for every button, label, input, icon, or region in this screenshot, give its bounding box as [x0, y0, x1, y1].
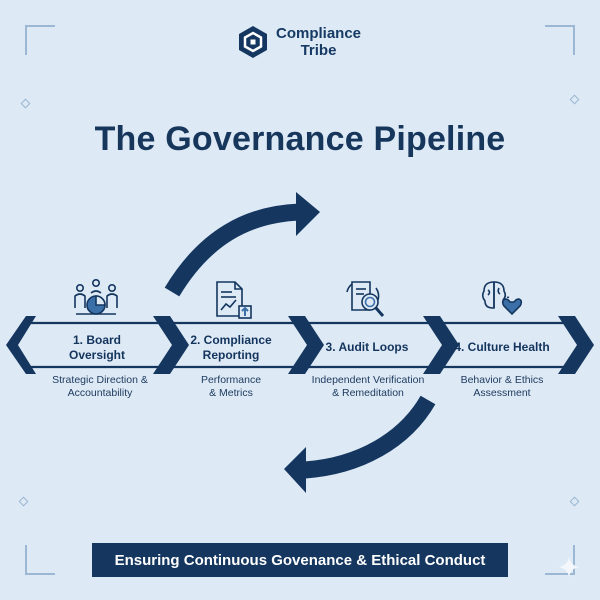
stage-2-description: Performance & Metrics	[170, 374, 292, 400]
stage-1-description: Strategic Direction & Accountability	[30, 374, 170, 400]
stage-4-desc-line1: Behavior & Ethics	[460, 374, 544, 386]
stage-1-label: 1. Board Oversight	[42, 333, 152, 363]
corner-bracket-bottom-right	[545, 545, 575, 575]
stage-2-label-line2: Reporting	[202, 348, 260, 362]
brand-name-line1: Compliance	[276, 25, 362, 42]
curved-arrow-top-head	[296, 192, 320, 236]
board-meeting-icon	[74, 278, 118, 315]
brand-logo: Compliance Tribe	[236, 24, 361, 60]
chevron-right-end	[558, 316, 594, 374]
chevron-divider-1	[153, 316, 189, 374]
stage-1-desc-line2: Accountability	[67, 387, 133, 399]
curved-arrow-bottom-head	[284, 447, 306, 493]
stage-4-description: Behavior & Ethics Assessment	[440, 374, 564, 400]
corner-bracket-bottom-left	[25, 545, 55, 575]
hexagon-logo-icon	[239, 26, 267, 58]
chevron-divider-2	[288, 316, 324, 374]
stage-3-label: 3. Audit Loops	[312, 340, 422, 355]
page-title: The Governance Pipeline	[94, 120, 506, 158]
audit-search-icon	[346, 281, 385, 317]
corner-bracket-top-right	[545, 25, 575, 55]
stage-1-label-line2: Oversight	[68, 348, 125, 362]
stage-2-label: 2. Compliance Reporting	[176, 333, 286, 363]
report-chart-icon	[216, 281, 252, 319]
stage-3-label-line1: 3. Audit Loops	[325, 340, 409, 354]
brand-name-line2: Tribe	[300, 42, 337, 59]
chevron-left-end	[6, 316, 36, 374]
brand-name: Compliance Tribe	[276, 25, 361, 59]
chevron-divider-3	[423, 316, 459, 374]
stage-3-description: Independent Verification & Remeditation	[298, 374, 438, 400]
corner-bracket-top-left	[25, 25, 55, 55]
stage-2-desc-line1: Performance	[200, 374, 262, 386]
stage-1-desc-line1: Strategic Direction &	[52, 374, 148, 386]
curved-arrow-top	[164, 203, 301, 297]
stage-2-label-line1: 2. Compliance	[190, 333, 272, 347]
stage-1-label-line1: 1. Board	[72, 333, 121, 347]
stage-4-desc-line2: Assessment	[473, 387, 531, 399]
curved-arrow-bottom	[304, 395, 436, 479]
stage-4-label: 4. Culture Health	[446, 340, 558, 355]
sparkle-icon	[558, 556, 580, 578]
brain-heart-icon	[481, 281, 523, 316]
stage-4-label-line1: 4. Culture Health	[454, 340, 550, 354]
stage-2-desc-line2: & Metrics	[209, 387, 253, 399]
stage-3-desc-line1: Independent Verification	[311, 374, 425, 386]
stage-3-desc-line2: & Remeditation	[332, 387, 404, 399]
footer-banner: Ensuring Continuous Govenance & Ethical …	[92, 543, 508, 577]
